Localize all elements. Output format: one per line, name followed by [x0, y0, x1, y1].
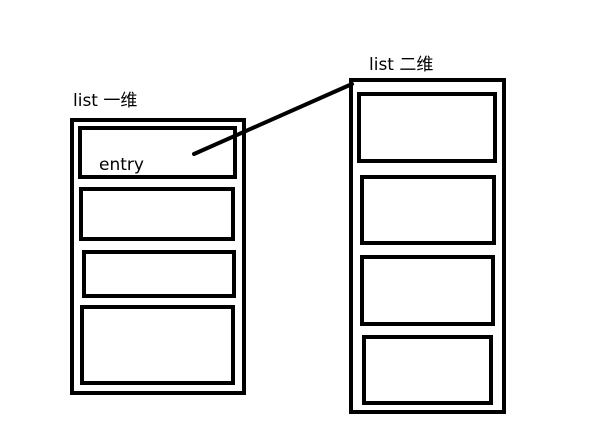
- entry-label: entry: [99, 155, 144, 175]
- list-1d-cell-2: [79, 187, 235, 241]
- list-1d-cell-1: [78, 126, 237, 179]
- list-1d-cell-4: [80, 305, 235, 385]
- list-1d-container: [70, 118, 246, 395]
- list-1d-cell-3: [82, 250, 236, 298]
- list-2d-label: list 二维: [369, 55, 433, 75]
- list-1d-label: list 一维: [73, 91, 137, 111]
- list-2d-cell-1: [357, 92, 497, 163]
- list-2d-container: [349, 78, 506, 414]
- list-2d-cell-2: [360, 175, 496, 245]
- list-2d-cell-4: [362, 335, 493, 405]
- connector-line: [192, 82, 354, 156]
- list-2d-cell-3: [360, 255, 495, 326]
